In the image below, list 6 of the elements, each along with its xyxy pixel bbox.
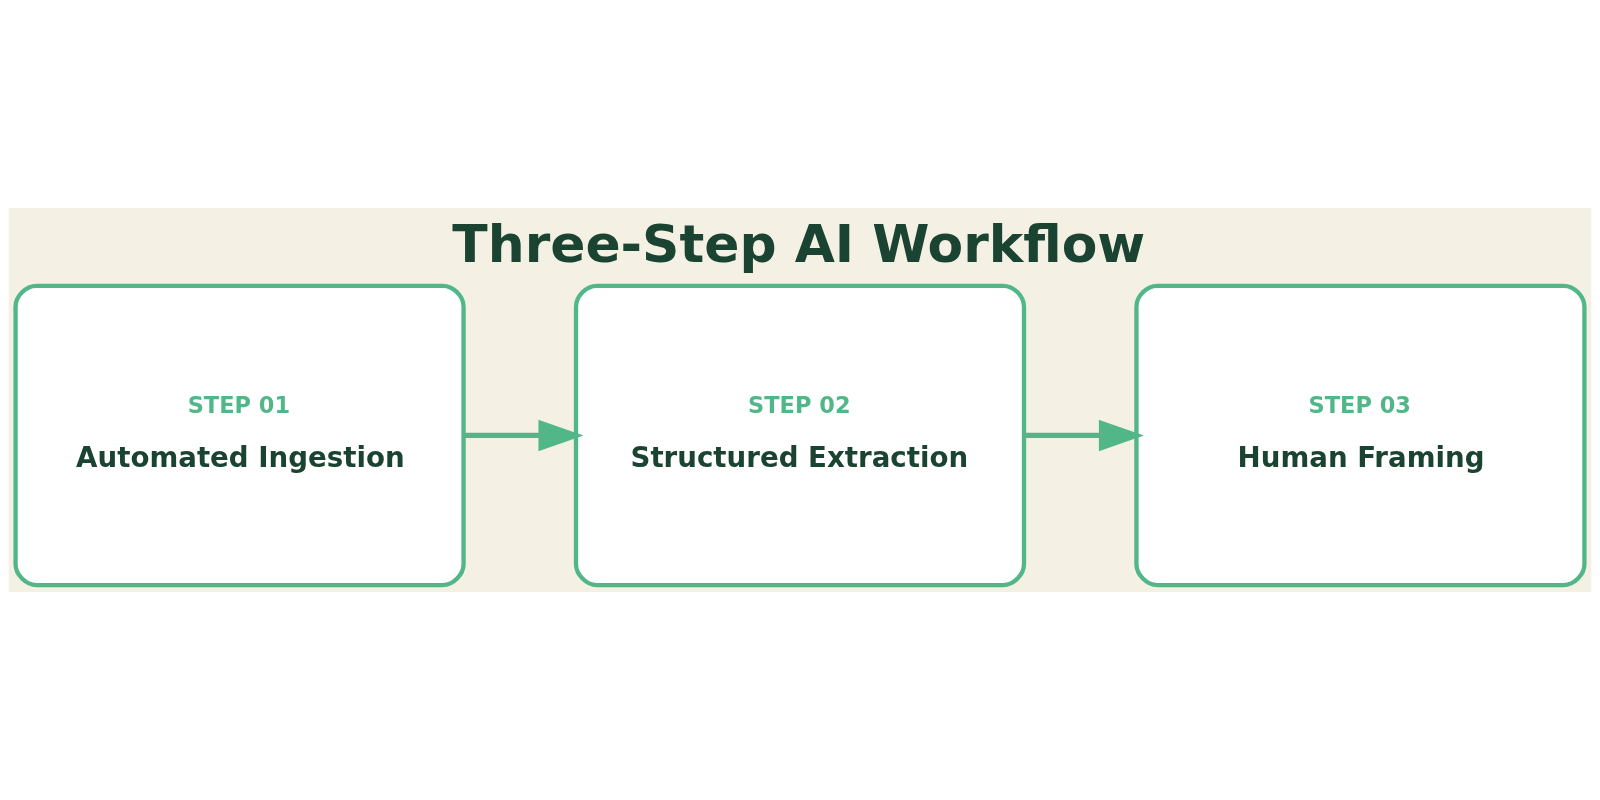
- node-box: STEP 03 Human Framing: [1134, 283, 1587, 588]
- node-box: STEP 02 Structured Extraction: [573, 283, 1027, 588]
- arrow: [463, 419, 584, 452]
- diagram-title: Three-Step AI Workflow: [452, 213, 1146, 274]
- arrow: [1024, 419, 1144, 452]
- node-box: STEP 01 Automated Ingestion: [13, 283, 466, 588]
